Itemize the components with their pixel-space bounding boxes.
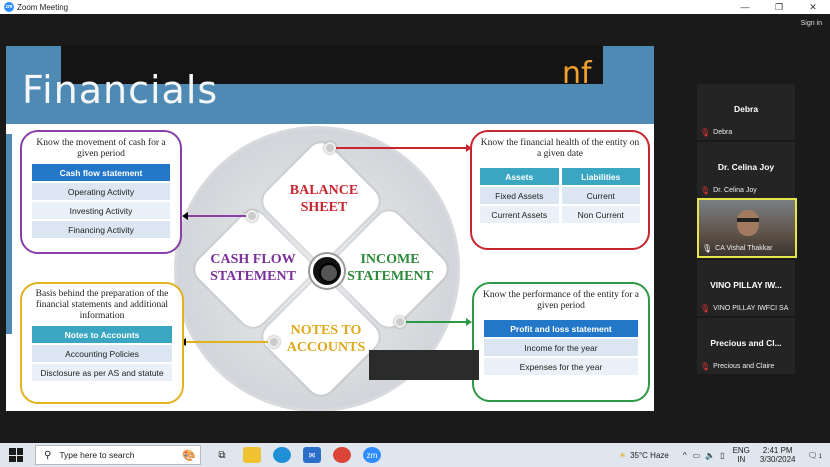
participant-display-name: Dr. Celina Joy [713,187,757,194]
cash-flow-item: Investing Activity [32,202,170,219]
label-cash-flow: CASH FLOW STATEMENT [210,252,296,284]
arrow-income [406,318,472,326]
notes-header: Notes to Accounts [32,326,172,343]
window-titlebar: zm Zoom Meeting — ❐ ✕ [0,0,830,14]
participant-display-name: Debra [713,129,733,136]
active-speaker-video[interactable]: 🎙CA Vishal Thakkar [697,198,797,258]
participant-tile[interactable]: Dr. Celina Joy 🎙Dr. Celina Joy [697,142,795,198]
liabilities-header: Liabilities [561,168,640,185]
network-icon[interactable]: ▭ [692,450,701,460]
label-income: INCOME STATEMENT [347,252,433,284]
connector-dot-income [394,316,406,328]
income-description: Know the performance of the entity for a… [483,290,639,311]
box-balance-sheet: Know the financial health of the entity … [470,130,650,250]
box-cash-flow: Know the movement of cash for a given pe… [20,130,182,254]
file-explorer-icon[interactable] [243,447,261,463]
arrow-cash-flow [182,212,246,220]
windows-taskbar: ⚲ Type here to search 🎨 ⧉ ✉ zm ☀ 35°C Ha… [0,443,830,467]
mic-muted-icon: 🎙 [700,186,711,195]
liabilities-cell: Non Current [561,206,640,223]
region-code: IN [737,455,746,464]
system-tray: ☀ 35°C Haze ^ ▭ 🔈 ▯ ENG IN 2:41 PM 3/30/… [619,443,830,467]
language-indicator[interactable]: ENG IN [733,446,750,464]
search-placeholder: Type here to search [59,450,135,460]
participant-tile[interactable]: Precious and Cl... 🎙Precious and Claire [697,318,795,374]
mail-icon[interactable]: ✉ [303,447,321,463]
box-notes: Basis behind the preparation of the fina… [20,282,184,404]
cash-flow-item: Operating Activity [32,183,170,200]
assets-cell: Current Assets [480,206,559,223]
arrow-balance [336,144,472,152]
taskbar-search-input[interactable]: ⚲ Type here to search 🎨 [35,445,201,465]
participant-display-name: Precious and Claire [713,363,775,370]
weather-text[interactable]: 35°C Haze [630,450,669,460]
tray-overflow-icon[interactable]: ^ [682,450,687,460]
assets-cell: Fixed Assets [480,187,559,204]
connector-dot-notes [268,336,280,348]
connector-dot-cash-flow [246,210,258,222]
cash-flow-description: Know the movement of cash for a given pe… [36,138,166,159]
notification-count: 1 [818,453,822,460]
close-button[interactable]: ✕ [809,2,817,12]
mic-muted-icon: 🎙 [700,128,711,137]
label-notes: NOTES TO ACCOUNTS [286,323,366,355]
battery-icon[interactable]: ▯ [720,450,725,460]
sign-in-link[interactable]: Sign in [800,20,822,27]
cash-flow-header: Cash flow statement [32,164,170,181]
participant-tile[interactable]: VINO PILLAY IW... 🎙VINO PILLAY IWFCI SA [697,260,795,316]
volume-icon[interactable]: 🔈 [705,450,716,460]
assets-header: Assets [480,168,559,185]
slide-left-accent [6,134,12,334]
notification-icon[interactable]: 🗨1 [807,450,823,460]
clock-time: 2:41 PM [762,446,793,455]
window-controls: — ❐ ✕ [728,0,830,14]
income-item: Income for the year [484,339,638,356]
speaker-glasses [737,218,759,222]
zoom-taskbar-icon[interactable]: zm [363,447,381,463]
notes-item: Accounting Policies [32,345,172,362]
mic-muted-icon: 🎙 [702,244,713,253]
weather-icon: ☀ [618,450,627,460]
participant-name: Precious and Cl... [710,338,782,348]
maximize-button[interactable]: ❐ [774,2,784,12]
language-code: ENG [732,446,750,455]
participant-tile[interactable]: Debra 🎙Debra [697,84,795,140]
slide-logo-icon: nf [562,56,592,91]
slide-header-overlay [61,46,603,84]
center-hub [310,254,344,288]
speaker-face [737,210,759,236]
clock[interactable]: 2:41 PM 3/30/2024 [760,446,796,464]
windows-start-icon[interactable] [9,448,23,462]
participant-display-name: VINO PILLAY IWFCI SA [713,305,789,312]
search-icon: ⚲ [44,449,52,461]
liabilities-cell: Current [561,187,640,204]
task-view-icon[interactable]: ⧉ [218,449,226,461]
participant-display-name: CA Vishal Thakkar [715,245,773,252]
slide-title: Financials [22,68,219,112]
redaction-overlay [369,350,479,380]
zoom-logo-icon: zm [4,2,14,12]
notes-item: Disclosure as per AS and statute [32,364,172,381]
balance-description: Know the financial health of the entity … [480,138,640,159]
box-income: Know the performance of the entity for a… [472,282,650,402]
participant-name: VINO PILLAY IW... [710,280,782,290]
mic-muted-icon: 🎙 [700,362,711,371]
mic-muted-icon: 🎙 [700,304,711,313]
income-header: Profit and loss statement [484,320,638,337]
window-title: Zoom Meeting [17,2,69,12]
edge-browser-icon[interactable] [273,447,291,463]
label-balance-sheet: BALANCE SHEET [289,183,359,215]
minimize-button[interactable]: — [740,2,750,12]
participant-name: Debra [733,104,759,114]
participant-name: Dr. Celina Joy [717,162,775,172]
chrome-icon[interactable] [333,447,351,463]
income-item: Expenses for the year [484,358,638,375]
connector-dot-balance [324,142,336,154]
search-highlight-icon: 🎨 [182,449,196,462]
shared-slide: Financials nf BALANCE SHEET CASH FLOW ST… [6,46,654,411]
clock-date: 3/30/2024 [759,455,796,464]
notes-description: Basis behind the preparation of the fina… [35,289,169,321]
arrow-notes [180,338,268,346]
cash-flow-item: Financing Activity [32,221,170,238]
